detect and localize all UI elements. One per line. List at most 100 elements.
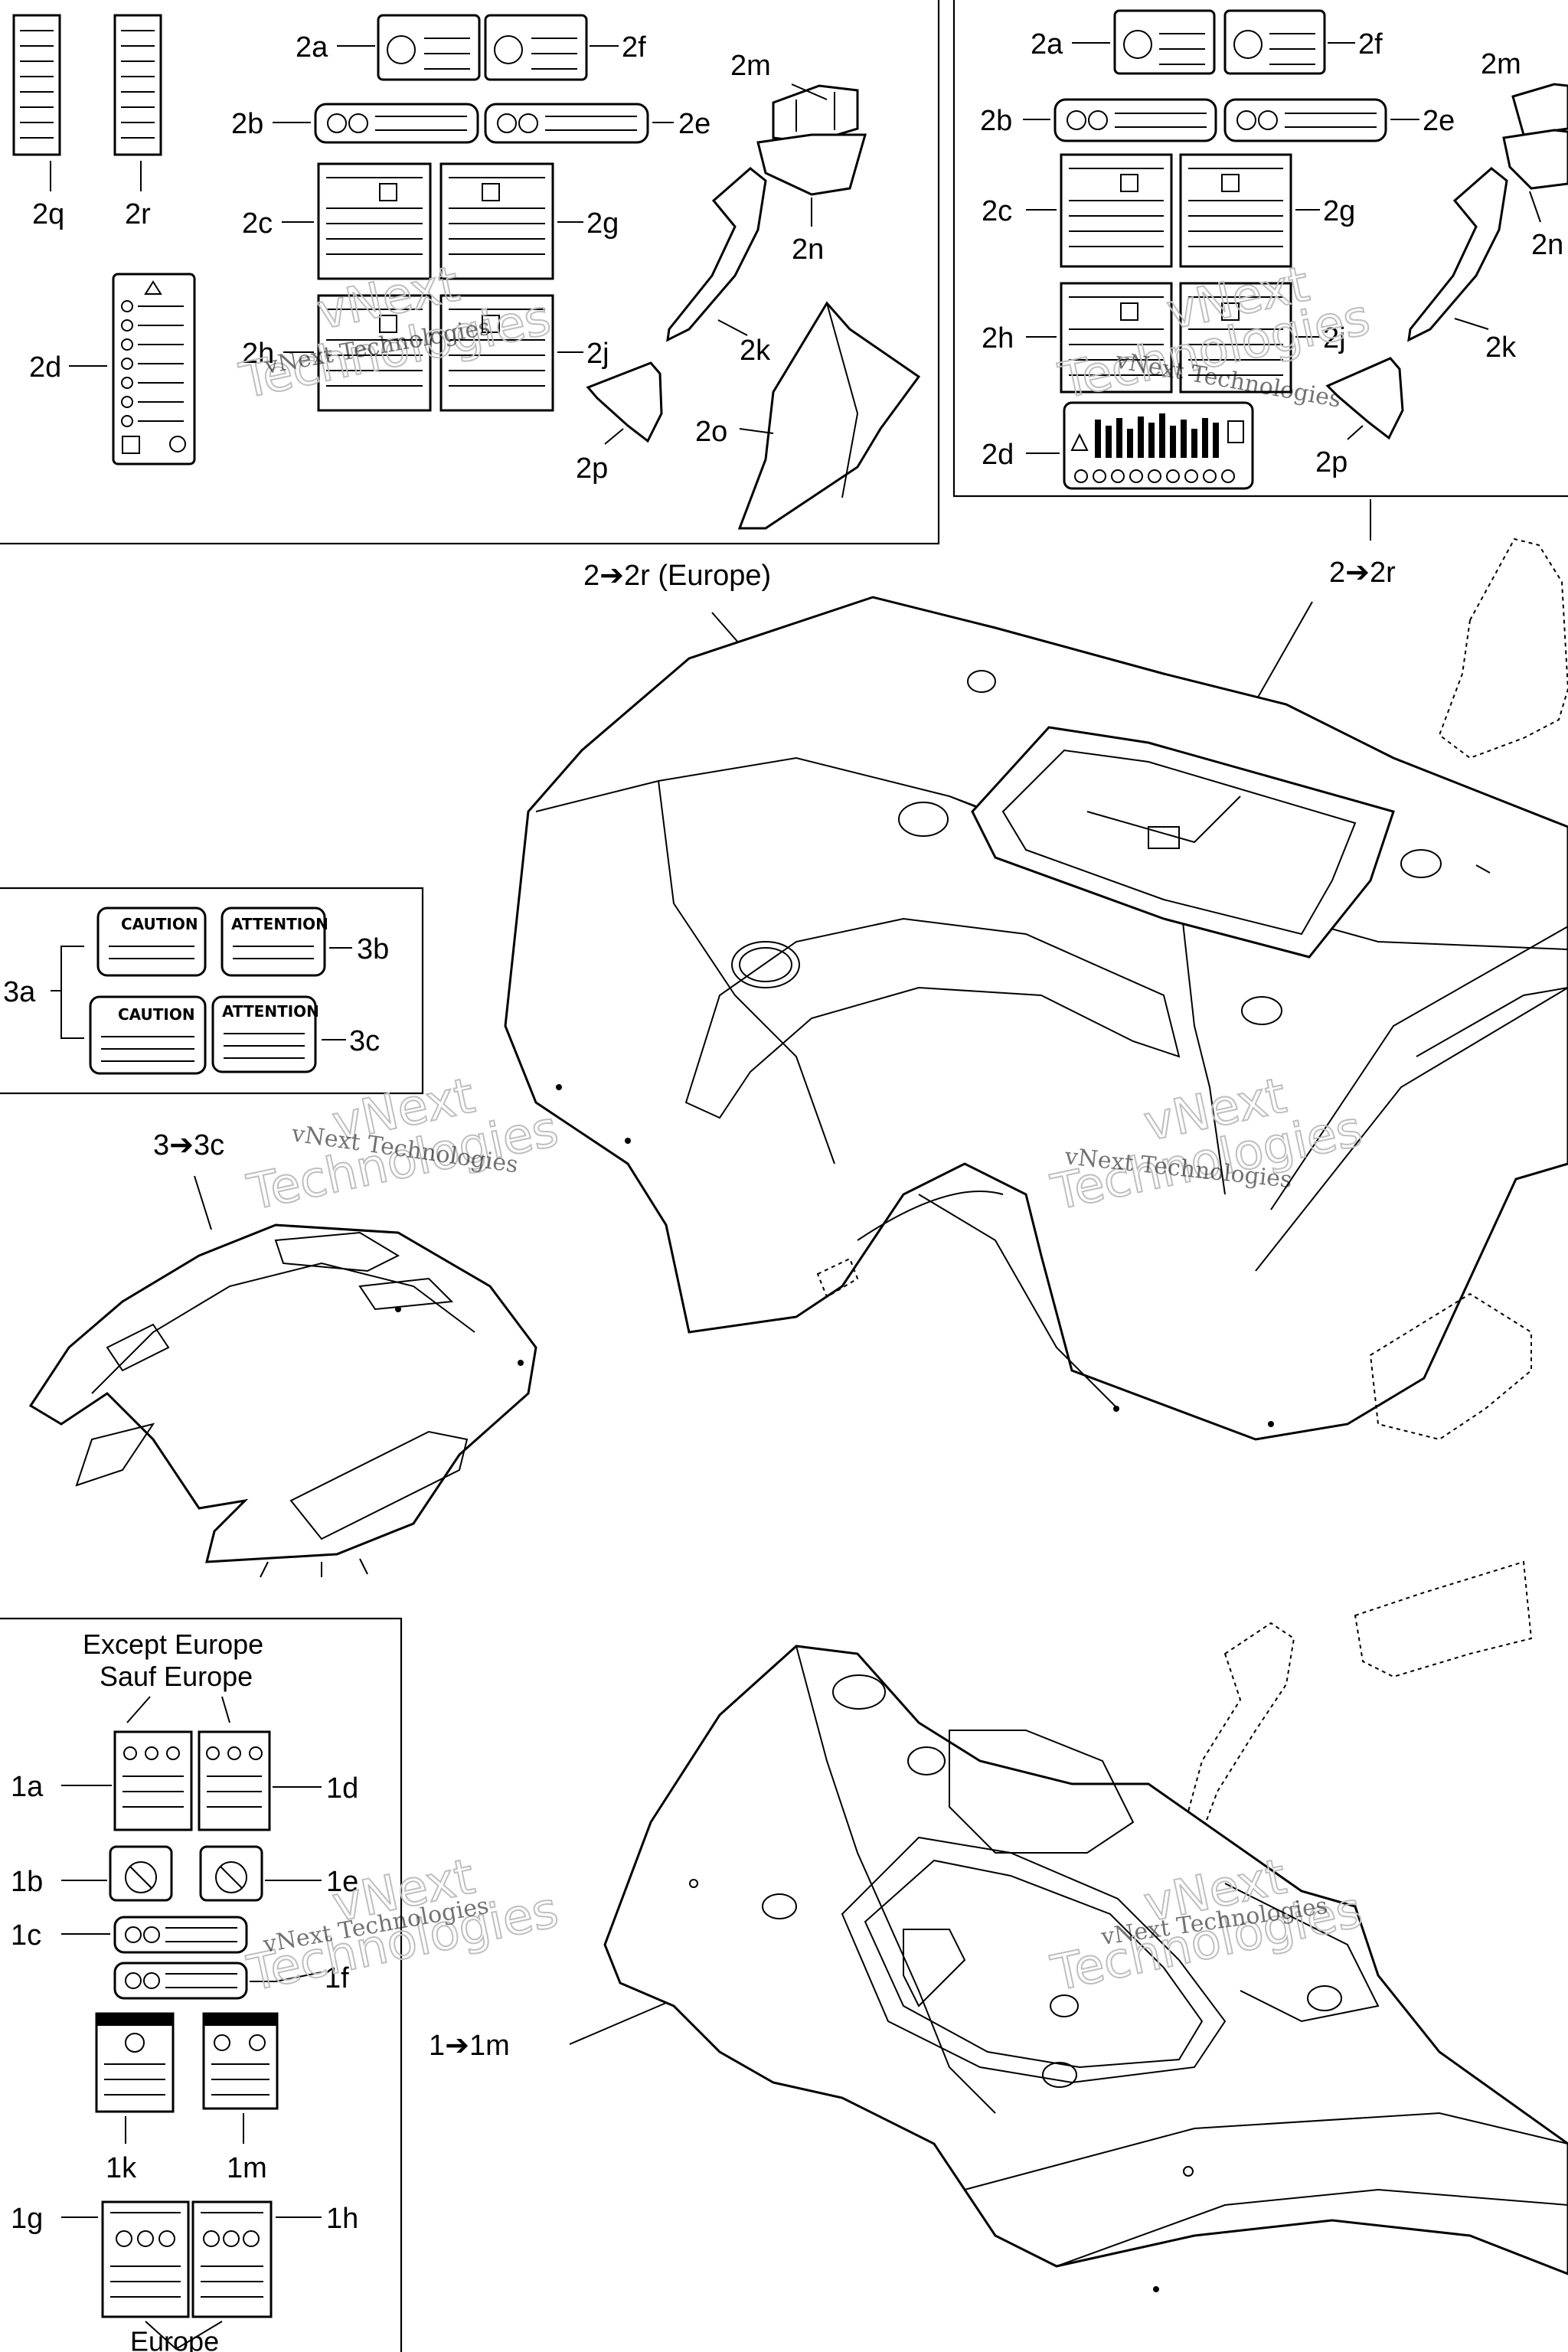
part-2o [737, 301, 921, 530]
label-3b: 3b [357, 933, 389, 965]
part-2m [772, 84, 859, 144]
decal-1h [191, 2200, 273, 2318]
panel-standard-decals: 2a 2f 2b 2e 2c 2g [952, 0, 1568, 498]
decal-2h [317, 294, 432, 412]
sticker-caution-2: CAUTION [118, 1005, 195, 1024]
label-2g: 2g [1323, 195, 1355, 227]
label-2r: 2r [125, 198, 151, 230]
label-1b: 1b [11, 1866, 43, 1898]
label-2n: 2n [1531, 229, 1563, 261]
sticker-attention-2: ATTENTION [222, 1002, 319, 1021]
label-1m: 1m [227, 2152, 267, 2184]
panel-frame [0, 1617, 403, 2352]
decal-2d-rows [121, 280, 186, 454]
label-1k: 1k [106, 2152, 137, 2184]
label-2f: 2f [622, 31, 646, 64]
label-2c: 2c [242, 207, 273, 240]
sticker-attention-1: ATTENTION [231, 915, 328, 933]
label-1f: 1f [325, 1962, 349, 1994]
decal-2d [112, 273, 196, 466]
decal-2f [484, 14, 588, 81]
part-2p [586, 361, 663, 443]
callout-2-2r: 2➔2r [1329, 557, 1396, 589]
decal-2g [1179, 153, 1292, 268]
callout-2-2r-europe: 2➔2r (Europe) [583, 560, 771, 592]
callout-3-3c: 3➔3c [153, 1129, 224, 1161]
label-2f: 2f [1358, 28, 1383, 60]
header-except-europe: Except Europe [83, 1628, 263, 1660]
decal-2q [12, 14, 61, 156]
decal-2e [484, 103, 649, 144]
decal-2c [317, 162, 432, 280]
part-2m [1511, 83, 1568, 136]
no-passenger-icon-1e [215, 1861, 247, 1893]
decal-2a [377, 14, 481, 81]
label-3a: 3a [3, 976, 36, 1008]
label-2n: 2n [792, 234, 824, 266]
label-2q: 2q [32, 198, 64, 230]
label-2h: 2h [982, 322, 1014, 354]
front-fender-body [603, 1645, 1568, 2292]
label-2p: 2p [1315, 446, 1348, 479]
decal-2b [1054, 98, 1217, 142]
label-2a: 2a [1031, 28, 1063, 60]
label-2h: 2h [242, 338, 274, 370]
label-1g: 1g [11, 2203, 43, 2235]
decal-1g [101, 2200, 190, 2318]
panel-europe-decals: 2q 2r 2d 2a 2f [0, 0, 940, 545]
label-2b: 2b [231, 108, 263, 140]
footer-europe: Europe [130, 2325, 219, 2352]
label-2c: 2c [982, 195, 1012, 227]
label-2m: 2m [1481, 48, 1521, 80]
label-2p: 2p [576, 452, 608, 485]
no-passenger-icon-1b [125, 1861, 157, 1893]
decal-2h [1060, 282, 1173, 394]
label-1d: 1d [326, 1772, 358, 1805]
label-1a: 1a [11, 1771, 44, 1803]
label-1h: 1h [326, 2203, 358, 2235]
part-2k [1407, 167, 1508, 342]
label-2o: 2o [695, 416, 727, 448]
decal-1k [95, 2012, 175, 2113]
decal-2q-text [20, 30, 155, 139]
decal-1c [113, 1916, 248, 1954]
label-3c: 3c [349, 1025, 380, 1057]
decal-2j [1179, 282, 1292, 394]
label-2e: 2e [678, 108, 710, 140]
decal-2g [439, 162, 554, 280]
phantom-parts [816, 537, 1568, 1854]
label-2b: 2b [980, 105, 1012, 137]
callout-1-1m: 1➔1m [429, 2030, 510, 2062]
decal-2d [1063, 401, 1254, 490]
part-2k [666, 167, 767, 342]
panel-frame [0, 887, 424, 1095]
panel-front-decals: Except Europe Sauf Europe 1a 1d 1b 1e [0, 1617, 403, 2352]
sticker-caution-1: CAUTION [121, 915, 198, 933]
decal-1a [113, 1730, 193, 1831]
label-2a: 2a [296, 31, 328, 64]
label-2d: 2d [982, 439, 1014, 471]
part-2n [756, 133, 867, 196]
label-2j: 2j [586, 338, 609, 370]
decal-2a-icon [387, 35, 416, 64]
panel-frame [0, 0, 940, 545]
decal-2e [1223, 98, 1387, 142]
label-2k: 2k [1485, 332, 1517, 364]
part-2p [1325, 357, 1404, 440]
label-2k: 2k [740, 335, 771, 367]
decal-1f [113, 1962, 248, 2000]
label-2g: 2g [586, 207, 619, 240]
decal-2r [113, 14, 162, 156]
label-2e: 2e [1423, 105, 1455, 137]
front-rack-part [28, 1223, 537, 1578]
decal-2b [314, 103, 479, 144]
label-2d: 2d [29, 351, 61, 384]
label-1c: 1c [11, 1919, 41, 1952]
panel-frame [952, 0, 1568, 498]
decal-1e [199, 1845, 263, 1902]
panel-caution-decals: CAUTION ATTENTION CAUTION ATTENTION 3a 3… [0, 887, 424, 1095]
decal-2d-bars [1070, 413, 1244, 483]
label-2m: 2m [730, 50, 771, 82]
label-1e: 1e [326, 1866, 358, 1898]
